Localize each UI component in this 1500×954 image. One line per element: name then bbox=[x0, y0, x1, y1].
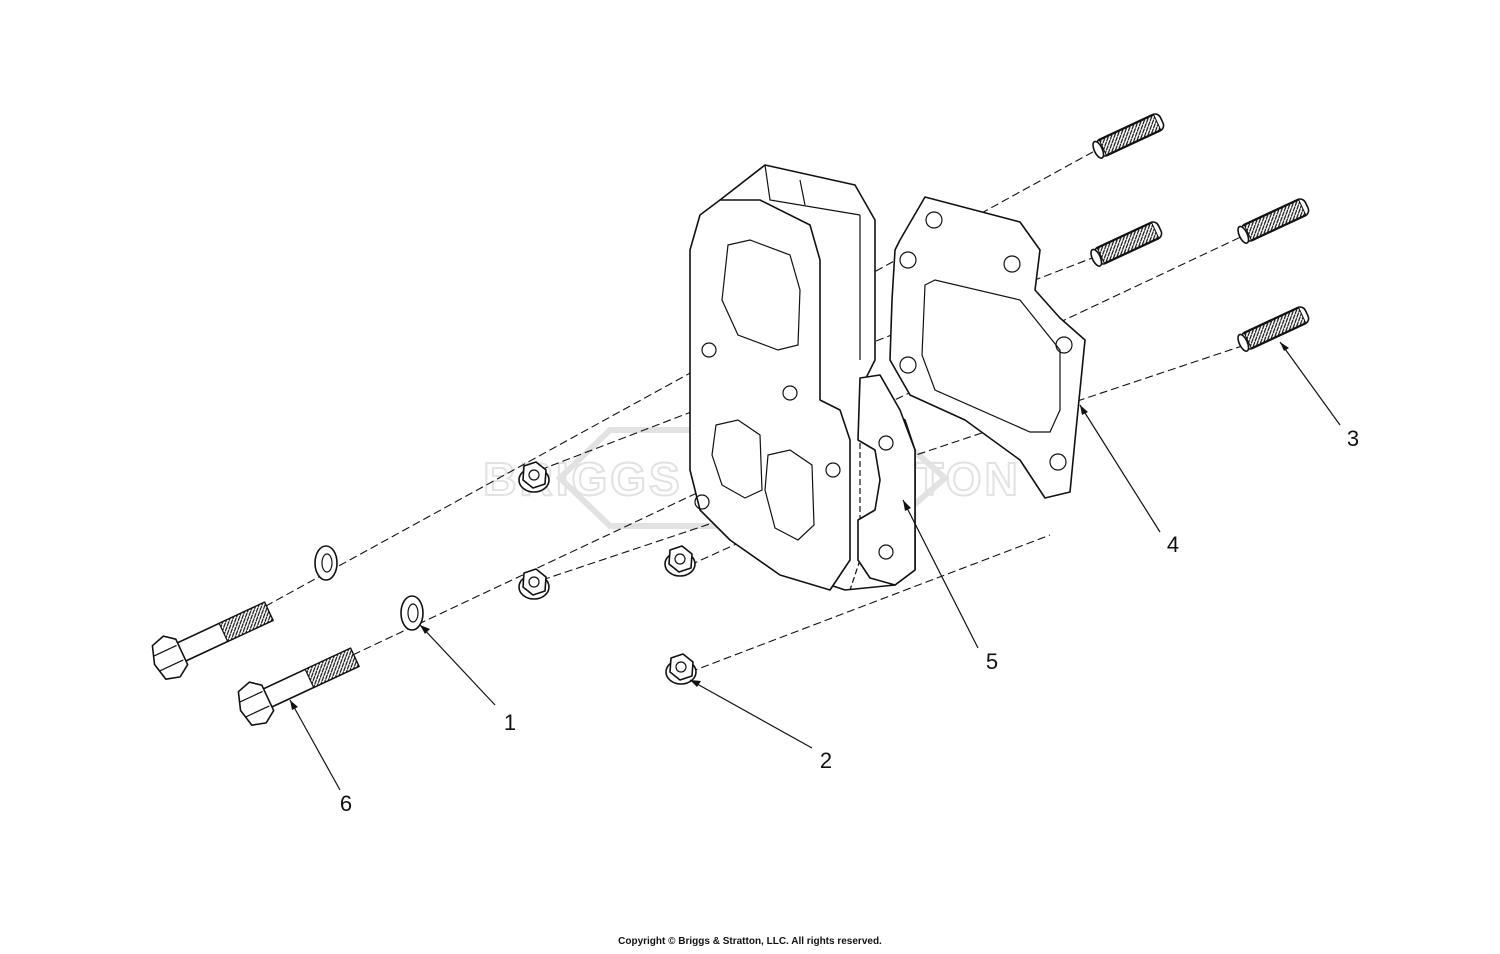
callout-1: 1 bbox=[504, 710, 516, 735]
callout-3: 3 bbox=[1347, 426, 1359, 451]
callout-2: 2 bbox=[820, 748, 832, 773]
callout-6: 6 bbox=[340, 791, 352, 816]
spacer-block-part-5 bbox=[689, 164, 916, 591]
stud-part-3 bbox=[1090, 113, 1310, 352]
callout-5: 5 bbox=[986, 649, 998, 674]
flange-nut-part-2 bbox=[518, 461, 697, 685]
gasket-part-4 bbox=[889, 196, 1086, 499]
washer-part-1 bbox=[314, 545, 424, 631]
copyright-notice: Copyright © Briggs & Stratton, LLC. All … bbox=[618, 936, 882, 947]
leader-lines bbox=[289, 341, 1341, 791]
callout-4: 4 bbox=[1167, 532, 1179, 557]
callout-labels: 1 2 3 4 5 6 bbox=[340, 426, 1359, 816]
hex-bolt-part-6 bbox=[151, 601, 360, 726]
